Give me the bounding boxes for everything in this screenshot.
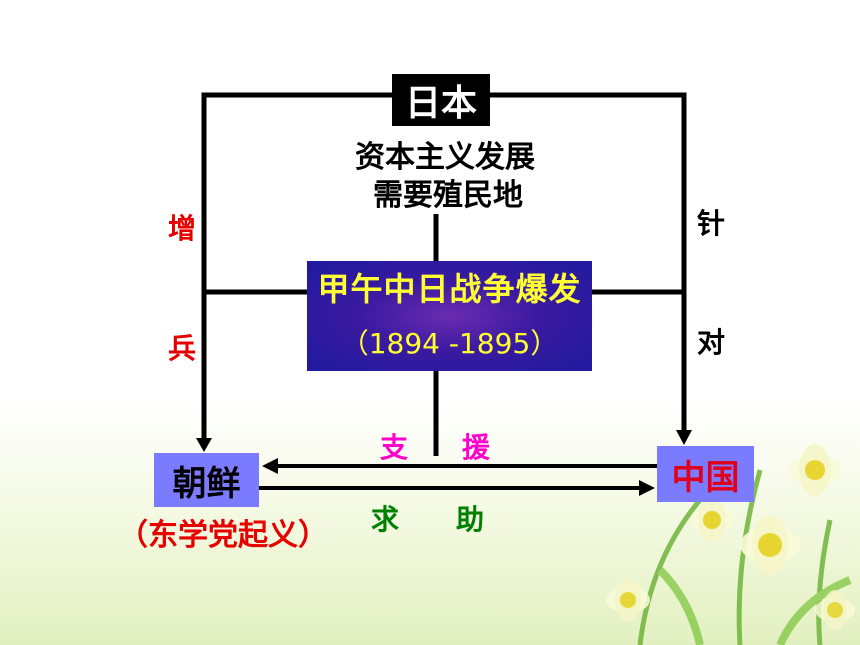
flower-1 (690, 498, 734, 542)
china-node: 中国 (657, 446, 754, 502)
japan-to-china-arrowhead (676, 430, 692, 445)
war-title: 甲午中日战争爆发 (317, 270, 582, 308)
flower-5 (815, 590, 855, 630)
korea-node: 朝鲜 (154, 453, 259, 507)
japan-cause-line-2: 需要殖民地 (371, 170, 525, 214)
korea-note: （东学党起义） (118, 518, 328, 553)
label-request-2: 助 (456, 503, 485, 536)
support-arrowhead (262, 458, 278, 474)
flower-3 (789, 444, 841, 496)
japan-node: 日本 (392, 74, 490, 126)
flower-2 (740, 515, 800, 575)
flower-4 (606, 578, 650, 622)
japan-to-korea-line (201, 92, 392, 440)
label-request-1: 求 (371, 503, 400, 536)
label-support-1: 支 (380, 431, 409, 464)
label-left-top: 增 (168, 212, 197, 245)
war-node: 甲午中日战争爆发 （1894 -1895） (307, 261, 592, 371)
japan-cause-line-1: 资本主义发展 (355, 140, 535, 175)
label-support-2: 援 (462, 431, 491, 464)
label-right-bottom: 对 (697, 326, 726, 359)
japan-to-korea-arrowhead (196, 438, 212, 452)
label-left-bottom: 兵 (168, 332, 197, 365)
label-right-top: 针 (697, 207, 726, 240)
war-years: （1894 -1895） (340, 327, 559, 360)
japan-to-china-line (490, 92, 687, 432)
request-arrowhead (639, 480, 655, 496)
